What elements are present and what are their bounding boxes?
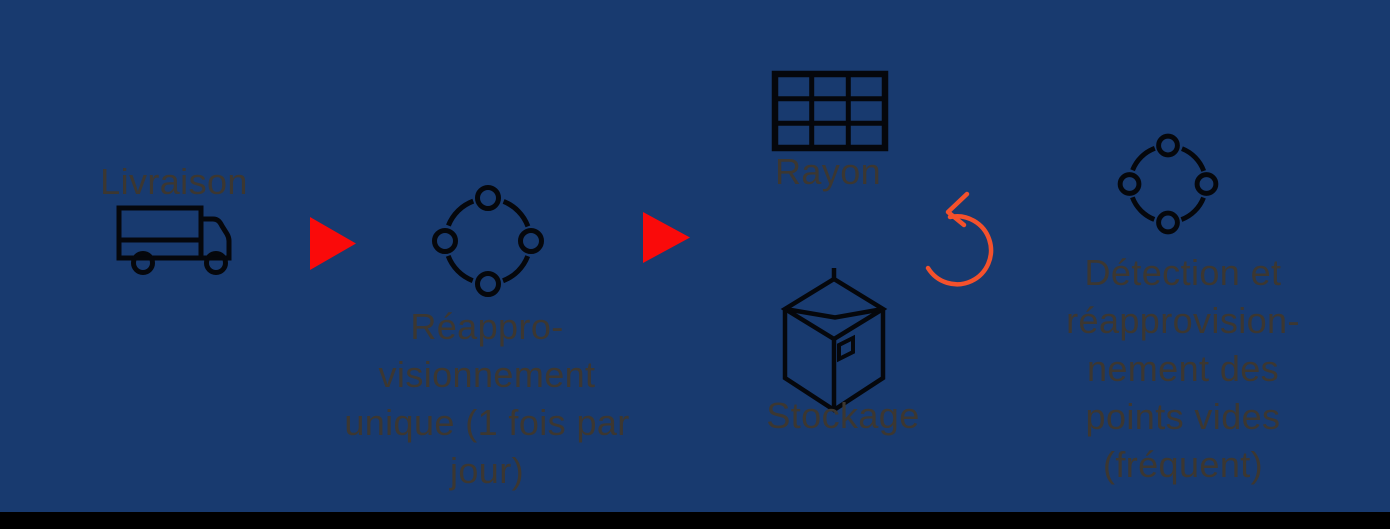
bottom-bar [0, 512, 1390, 529]
stockage-label: Stockage [766, 395, 920, 436]
package-box-icon [780, 268, 888, 413]
livraison-label: Livraison [100, 161, 248, 202]
flow-arrow-icon [643, 212, 690, 263]
cycle-icon [1117, 133, 1219, 235]
flow-arrow-icon [310, 217, 356, 270]
refresh-arrow-icon [925, 191, 994, 287]
shelf-grid-icon [771, 70, 889, 152]
reapprovisionnement-label: Réappro- visionnement unique (1 fois par… [344, 306, 630, 491]
detection-label: Détection et réapprovision- nement des p… [1066, 252, 1300, 485]
truck-icon [116, 205, 232, 275]
rayon-label: Rayon [774, 151, 882, 192]
cycle-icon [432, 185, 544, 297]
